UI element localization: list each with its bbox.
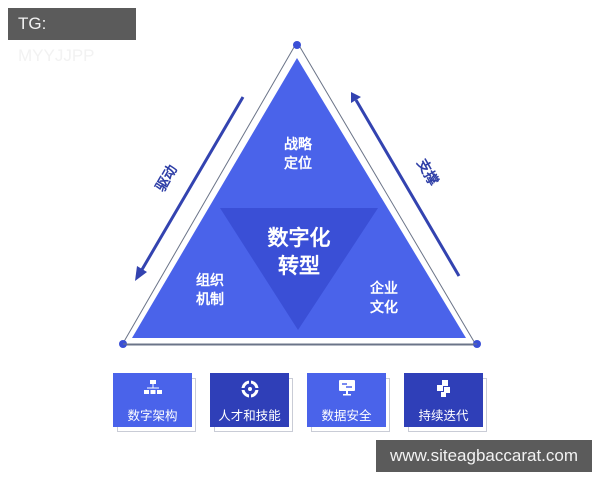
tile-label: 数据安全 <box>321 408 372 423</box>
puzzle-icon <box>404 380 483 397</box>
tile-digital-architecture: 数字架构 <box>113 373 196 432</box>
tile-label: 人才和技能 <box>218 408 281 423</box>
drive-arrow <box>135 96 245 281</box>
main-triangle <box>132 58 466 338</box>
tile-data-security: 数据安全 <box>307 373 390 432</box>
target-icon <box>210 380 289 398</box>
label-organization: 组织 机制 <box>196 273 224 308</box>
org-chart-icon <box>113 380 192 396</box>
label-culture: 企业 文化 <box>370 281 398 316</box>
tile-label: 数字架构 <box>127 408 178 423</box>
tile-label: 持续迭代 <box>418 408 469 423</box>
vertex-dot-top <box>293 41 301 49</box>
support-arrow <box>351 92 461 277</box>
tile-talent-skills: 人才和技能 <box>210 373 293 432</box>
label-digital-transformation: 数字化 转型 <box>267 226 331 279</box>
watermark-website: www.siteagbaccarat.com <box>376 440 592 472</box>
outer-triangle-outline <box>121 41 477 346</box>
tile-continuous-iteration: 持续迭代 <box>404 373 487 432</box>
inner-inverted-triangle <box>220 208 378 330</box>
label-strategy: 战略 定位 <box>284 137 312 172</box>
monitor-icon <box>307 380 386 396</box>
watermark-telegram: TG: MYYJJPP <box>8 8 136 65</box>
